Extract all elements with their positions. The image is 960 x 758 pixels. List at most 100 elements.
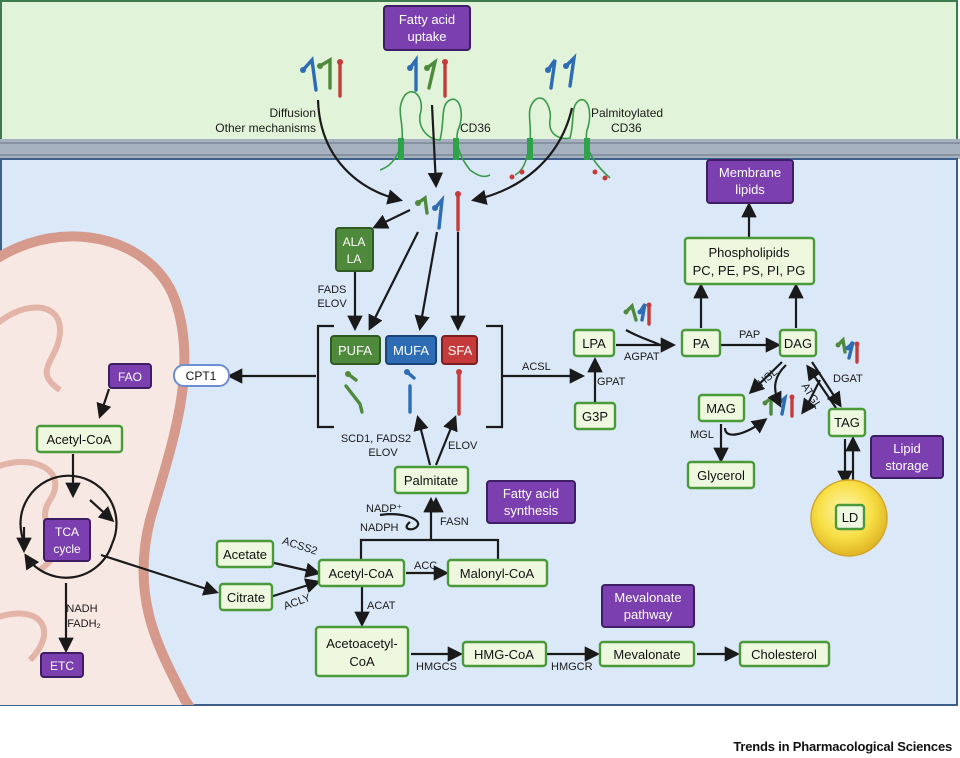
acc-label: ACC xyxy=(414,560,437,572)
lipid-storage-box xyxy=(870,435,944,479)
palmitate-label: Palmitate xyxy=(404,473,458,488)
acetoacetyl-line1: Acetoacetyl- xyxy=(326,636,398,651)
agpat-label: AGPAT xyxy=(624,351,660,363)
palmitoylated-label: Palmitoylated xyxy=(591,106,663,120)
tca-cycle-box xyxy=(43,518,91,562)
synthesis-line2: synthesis xyxy=(504,503,559,518)
ala-la-box xyxy=(335,227,374,272)
cpt1-transporter xyxy=(173,364,230,387)
tag-box xyxy=(827,407,867,438)
nadph-label: NADPH xyxy=(360,522,399,534)
cd36-transporter xyxy=(379,91,491,178)
mag-label: MAG xyxy=(706,401,736,416)
pufa-label: PUFA xyxy=(338,343,372,358)
fatty-acid-uptake-box xyxy=(383,5,471,51)
citrate-box xyxy=(218,582,274,612)
fadh2-label: FADH₂ xyxy=(67,618,101,630)
plasma-membrane xyxy=(0,139,960,159)
membrane-lipids-line2: lipids xyxy=(735,182,765,197)
sfa-label: SFA xyxy=(448,343,473,358)
journal-credit: Trends in Pharmacological Sciences xyxy=(733,739,952,754)
fao-box xyxy=(108,363,152,389)
etc-label: ETC xyxy=(50,659,74,673)
elov-label-3: ELOV xyxy=(448,440,478,452)
la-label: LA xyxy=(347,252,362,266)
cd36-label: CD36 xyxy=(460,121,491,135)
acat-label: ACAT xyxy=(367,600,396,612)
acetoacetyl-line2: CoA xyxy=(349,654,375,669)
ld-label: LD xyxy=(842,510,859,525)
ala-label: ALA xyxy=(343,235,366,249)
malonyl-coa-box xyxy=(446,558,549,588)
etc-box xyxy=(40,652,84,678)
phospholipids-line2: PC, PE, PS, PI, PG xyxy=(693,263,806,278)
gpat-label: GPAT xyxy=(597,376,626,388)
mitochondrion xyxy=(0,231,195,705)
hmg-coa-label: HMG-CoA xyxy=(474,647,534,662)
fatty-acid-synthesis-box xyxy=(486,480,576,524)
fao-label: FAO xyxy=(118,370,142,384)
acetate-box xyxy=(215,539,275,569)
mufa-label: MUFA xyxy=(393,343,429,358)
lipid-storage-line1: Lipid xyxy=(893,441,920,456)
palmitoylated-cd36-label: CD36 xyxy=(611,121,642,135)
citrate-label: Citrate xyxy=(227,590,265,605)
lpa-label: LPA xyxy=(582,336,606,351)
scd1-fads2-label: SCD1, FADS2 xyxy=(341,433,411,445)
pathway-arrows xyxy=(16,99,861,662)
ld-box xyxy=(834,503,866,531)
fatty-acid-heads xyxy=(300,59,860,406)
fads-label: FADS xyxy=(318,284,347,296)
pap-label: PAP xyxy=(739,329,760,341)
cyto-acetyl-coa-label: Acetyl-CoA xyxy=(328,566,393,581)
fasn-label: FASN xyxy=(440,516,469,528)
hmgcr-label: HMGCR xyxy=(551,661,593,673)
mgl-label: MGL xyxy=(690,429,714,441)
acetoacetyl-coa-box xyxy=(314,625,410,678)
hmgcs-label: HMGCS xyxy=(416,661,457,673)
phospholipids-line1: Phospholipids xyxy=(709,245,790,260)
tag-label: TAG xyxy=(834,415,860,430)
synthesis-line1: Fatty acid xyxy=(503,486,559,501)
dag-label: DAG xyxy=(784,336,812,351)
tca-line2: cycle xyxy=(53,542,81,556)
acsl-label: ACSL xyxy=(522,361,551,373)
lpa-box xyxy=(572,328,616,358)
uptake-title-line2: uptake xyxy=(407,29,446,44)
diffusion-label: Diffusion xyxy=(270,106,316,120)
mevalonate-title-line2: pathway xyxy=(624,607,673,622)
glycerol-box xyxy=(686,460,756,490)
mag-box xyxy=(697,393,746,423)
mufa-box xyxy=(385,335,437,365)
mevalonate-label: Mevalonate xyxy=(613,647,680,662)
pufa-box xyxy=(330,335,381,365)
glycerol-label: Glycerol xyxy=(697,468,745,483)
elov-label-1: ELOV xyxy=(317,298,347,310)
fatty-acid-pool-bracket xyxy=(316,324,504,429)
hmg-coa-box xyxy=(461,640,548,668)
acetate-label: Acetate xyxy=(223,547,267,562)
pa-box xyxy=(680,328,722,358)
cholesterol-box xyxy=(738,640,831,668)
mito-acetyl-coa-box xyxy=(35,424,124,454)
palmitoylated-cd36 xyxy=(509,97,611,181)
pa-label: PA xyxy=(693,336,710,351)
cpt1-label: CPT1 xyxy=(186,369,217,383)
nadp-label: NADP⁺ xyxy=(366,503,403,515)
cholesterol-label: Cholesterol xyxy=(751,647,817,662)
mevalonate-title-line1: Mevalonate xyxy=(614,590,681,605)
mito-acetyl-coa-label: Acetyl-CoA xyxy=(46,432,111,447)
mevalonate-pathway-box xyxy=(601,584,695,628)
sfa-box xyxy=(441,335,478,365)
g3p-box xyxy=(573,401,617,431)
